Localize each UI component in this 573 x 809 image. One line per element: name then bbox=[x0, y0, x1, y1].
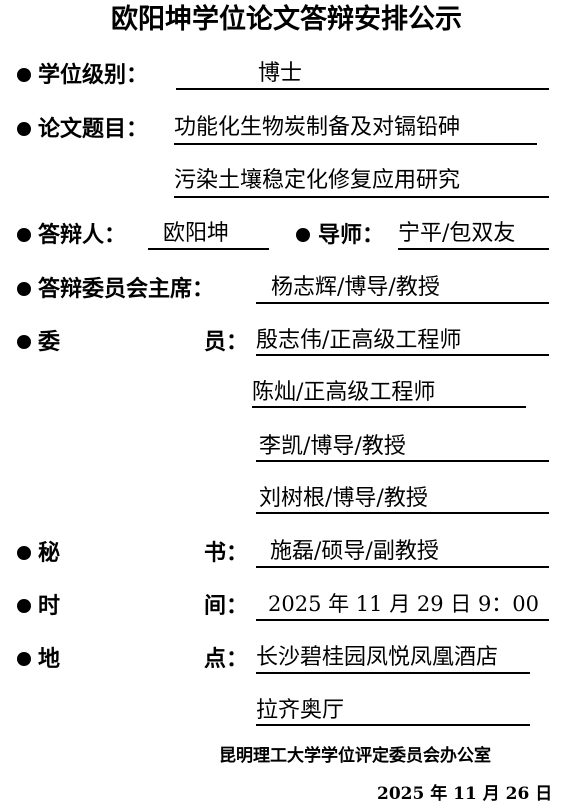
location-underline-2 bbox=[256, 724, 530, 726]
chair-underline bbox=[256, 302, 549, 304]
member-underline-1 bbox=[256, 354, 549, 356]
member-underline-3 bbox=[256, 460, 549, 462]
secretary-underline bbox=[256, 566, 549, 568]
candidate-value: 欧阳坤 bbox=[163, 221, 230, 246]
chair-label: 答辩委员会主席： bbox=[38, 276, 215, 302]
thesis-underline-1 bbox=[174, 143, 537, 145]
thesis-underline-2 bbox=[174, 196, 549, 198]
bullet-icon bbox=[17, 599, 31, 613]
bullet-icon bbox=[296, 228, 310, 242]
footer-date: 2025 年 11 月 26 日 bbox=[377, 784, 553, 804]
location-underline-1 bbox=[256, 672, 530, 674]
page-title: 欧阳坤学位论文答辩安排公示 bbox=[111, 4, 462, 35]
location-line2: 拉齐奥厅 bbox=[256, 698, 345, 723]
location-label-b: 点： bbox=[204, 646, 249, 672]
location-label-a: 地 bbox=[38, 646, 61, 672]
advisor-label: 导师： bbox=[318, 222, 385, 248]
members-label-a: 委 bbox=[38, 329, 61, 355]
member-underline-4 bbox=[256, 512, 549, 514]
time-label-a: 时 bbox=[38, 593, 61, 619]
time-underline bbox=[256, 619, 549, 621]
secretary-value: 施磊/硕导/副教授 bbox=[270, 539, 439, 564]
bullet-icon bbox=[17, 228, 31, 242]
secretary-label-a: 秘 bbox=[38, 540, 61, 566]
bullet-icon bbox=[17, 546, 31, 560]
thesis-title-line1: 功能化生物炭制备及对镉铅砷 bbox=[174, 115, 461, 140]
chair-value: 杨志辉/博导/教授 bbox=[271, 275, 440, 300]
bullet-icon bbox=[17, 68, 31, 82]
bullet-icon bbox=[17, 652, 31, 666]
bullet-icon bbox=[17, 335, 31, 349]
degree-value: 博士 bbox=[258, 61, 303, 86]
footer-org: 昆明理工大学学位评定委员会办公室 bbox=[219, 746, 491, 766]
thesis-title-line2: 污染土壤稳定化修复应用研究 bbox=[174, 168, 461, 193]
member-underline-2 bbox=[252, 406, 526, 408]
degree-label: 学位级别： bbox=[38, 62, 149, 88]
advisor-underline bbox=[398, 248, 549, 250]
candidate-underline bbox=[148, 248, 269, 250]
members-label-b: 员： bbox=[204, 329, 249, 355]
time-label-b: 间： bbox=[204, 593, 249, 619]
member-4: 刘树根/博导/教授 bbox=[259, 486, 428, 511]
bullet-icon bbox=[17, 282, 31, 296]
bullet-icon bbox=[17, 122, 31, 136]
degree-underline bbox=[176, 88, 549, 90]
member-1: 殷志伟/正高级工程师 bbox=[256, 328, 462, 353]
candidate-label: 答辩人： bbox=[38, 222, 127, 248]
member-3: 李凯/博导/教授 bbox=[259, 434, 406, 459]
advisor-value: 宁平/包双友 bbox=[398, 221, 516, 246]
location-line1: 长沙碧桂园凤悦凤凰酒店 bbox=[256, 645, 499, 670]
secretary-label-b: 书： bbox=[204, 540, 249, 566]
time-value: 2025 年 11 月 29 日 9：00 bbox=[268, 592, 540, 616]
member-2: 陈灿/正高级工程师 bbox=[252, 380, 436, 405]
thesis-label: 论文题目： bbox=[38, 116, 149, 142]
